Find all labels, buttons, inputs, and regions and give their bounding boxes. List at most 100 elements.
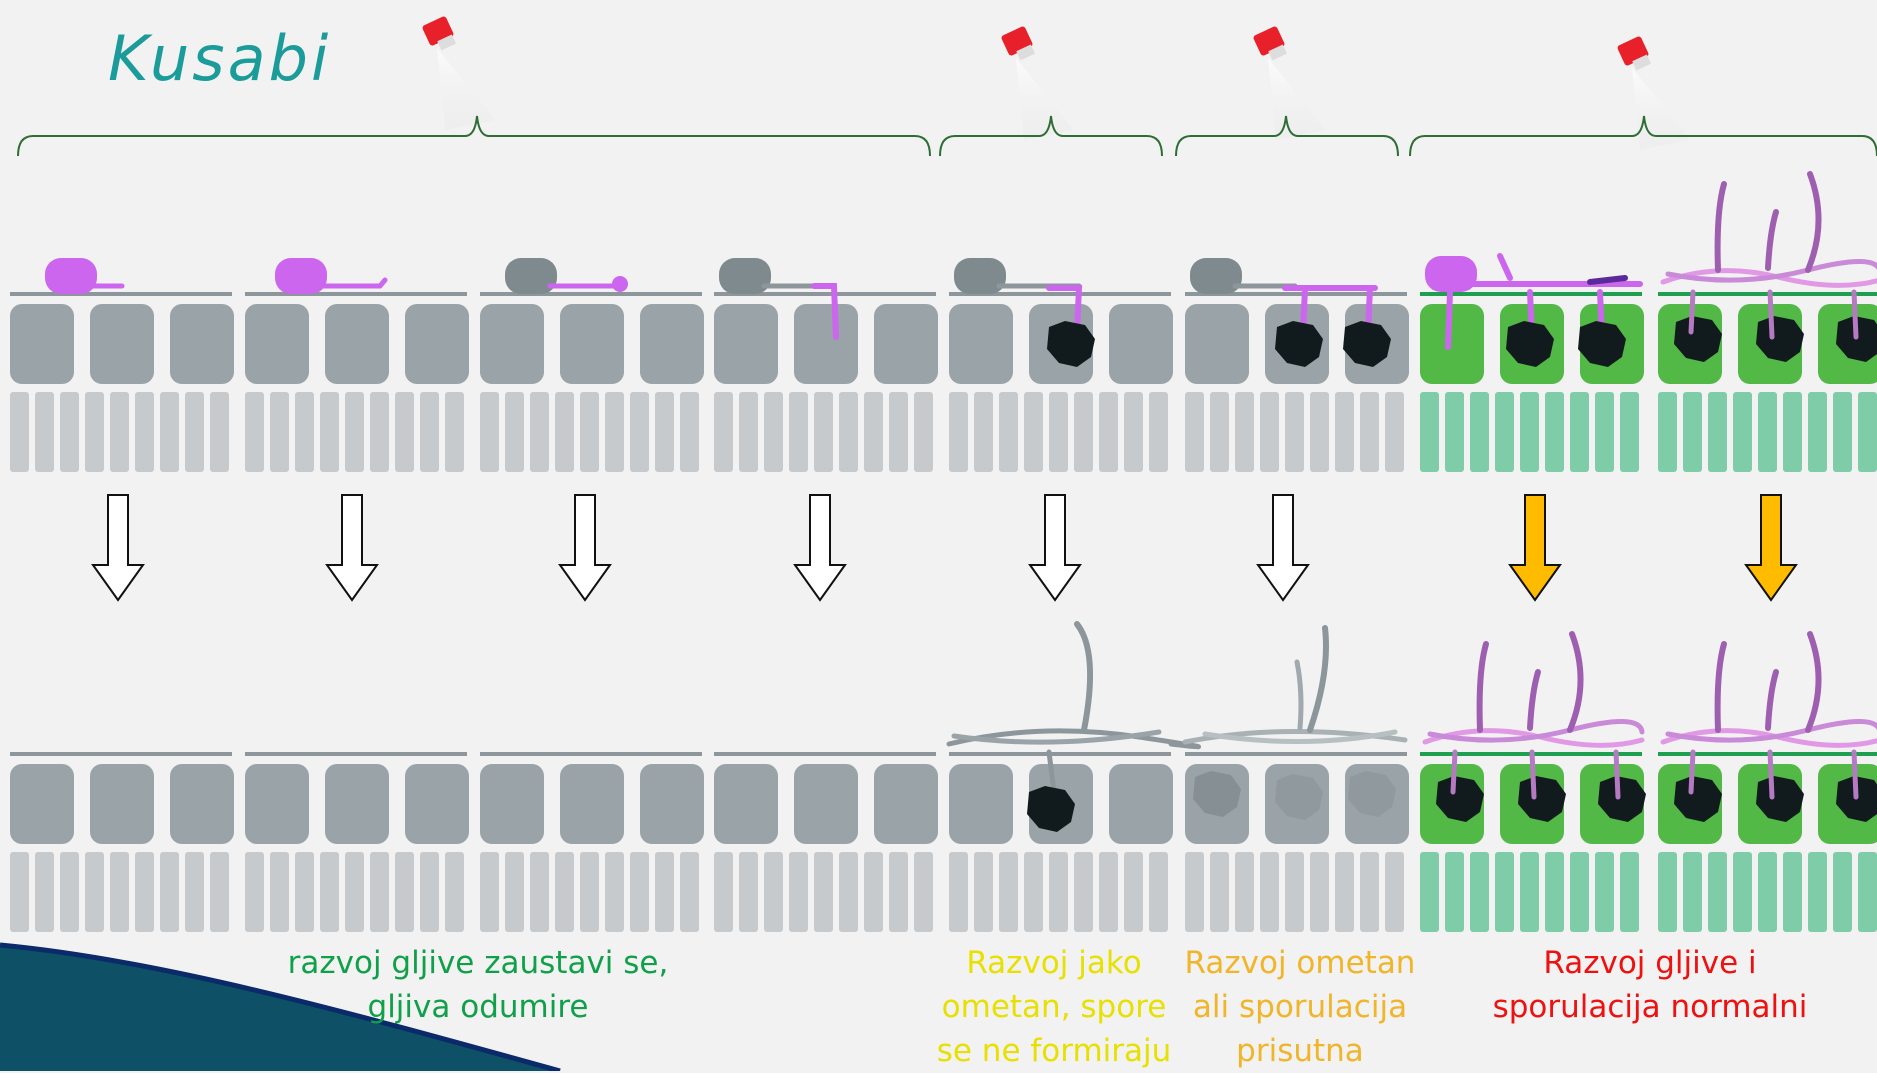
palisade-cell: [1149, 852, 1168, 932]
palisade-cell: [1620, 852, 1639, 932]
down-arrow-icon: [1028, 494, 1082, 602]
palisade-cell: [1858, 392, 1877, 472]
tissue-panel: [10, 258, 234, 472]
caption-fungus-dies: razvoj gljive zaustavi se, gljiva odumir…: [268, 941, 688, 1029]
epidermal-cell: [480, 304, 544, 384]
palisade-cell: [1808, 852, 1827, 932]
hypha: [1765, 669, 1779, 731]
spray-nozzle-icon: [1253, 26, 1326, 140]
epidermal-cell: [794, 764, 858, 844]
palisade-cell: [1808, 392, 1827, 472]
tissue-panel: [714, 258, 938, 472]
epidermal-cell: [245, 304, 309, 384]
palisade-cell: [345, 392, 364, 472]
haustorium: [1674, 776, 1722, 822]
tissue-panel: [1420, 253, 1644, 472]
haustorium: [1436, 776, 1484, 822]
hypha: [1074, 621, 1094, 733]
caption-line: gljiva odumire: [367, 989, 589, 1025]
palisade-cell: [739, 392, 758, 472]
epidermal-cell: [1109, 304, 1173, 384]
palisade-cell: [60, 852, 79, 932]
spray-mist: [1632, 68, 1690, 150]
spray-nozzle-icon: [1001, 26, 1074, 140]
palisade-cell: [789, 392, 808, 472]
palisade-cell: [949, 852, 968, 932]
spore: [505, 258, 557, 294]
hypha: [317, 277, 388, 289]
palisade-cell: [974, 852, 993, 932]
palisade-cell: [1049, 392, 1068, 472]
palisade-cell: [320, 392, 339, 472]
palisade-cell: [889, 852, 908, 932]
hypha: [1567, 631, 1584, 733]
caption-normal-development: Razvoj gljive i sporulacija normalni: [1470, 941, 1830, 1029]
palisade-cell: [1570, 852, 1589, 932]
palisade-cell: [999, 392, 1018, 472]
palisade-cell: [135, 392, 154, 472]
palisade-cell: [1260, 392, 1279, 472]
palisade-cell: [739, 852, 758, 932]
down-arrow-icon: [558, 494, 612, 602]
palisade-cell: [295, 852, 314, 932]
palisade-cell: [1495, 852, 1514, 932]
yellow-down-arrow-icon: [1744, 494, 1798, 602]
palisade-cell: [949, 392, 968, 472]
palisade-cell: [345, 852, 364, 932]
palisade-cell: [1495, 392, 1514, 472]
epidermal-cell: [949, 304, 1013, 384]
palisade-cell: [1420, 852, 1439, 932]
palisade-cell: [1520, 392, 1539, 472]
epidermal-cell: [170, 304, 234, 384]
palisade-cell: [1420, 392, 1439, 472]
palisade-cell: [1858, 852, 1877, 932]
palisade-cell: [1335, 852, 1354, 932]
palisade-cell: [1310, 392, 1329, 472]
palisade-cell: [655, 392, 674, 472]
palisade-cell: [1708, 392, 1727, 472]
spore: [45, 258, 97, 294]
cuticle-line: [1185, 292, 1407, 296]
palisade-cell: [1758, 852, 1777, 932]
palisade-cell: [1099, 392, 1118, 472]
palisade-cell: [1683, 852, 1702, 932]
palisade-cell: [1683, 392, 1702, 472]
palisade-cell: [530, 392, 549, 472]
cuticle-line: [480, 752, 702, 756]
corner-wave-edge: [0, 942, 561, 1071]
caption-strongly-hindered: Razvoj jako ometan, spore se ne formiraj…: [930, 941, 1178, 1073]
palisade-cell: [35, 392, 54, 472]
epidermal-cell: [325, 304, 389, 384]
epidermal-cell: [1109, 764, 1173, 844]
hypha: [1805, 631, 1822, 733]
hypha: [1688, 289, 1859, 340]
palisade-cell: [1470, 392, 1489, 472]
palisade-cell: [814, 852, 833, 932]
palisade-cell: [1733, 852, 1752, 932]
hypha: [951, 729, 1162, 745]
caption-line: Razvoj ometan: [1184, 945, 1416, 981]
palisade-cell: [505, 392, 524, 472]
hypha: [1688, 749, 1859, 800]
palisade-cell: [1210, 392, 1229, 472]
palisade-cell: [1335, 392, 1354, 472]
cuticle-line: [714, 292, 936, 296]
haustorium: [1047, 321, 1095, 367]
palisade-cell: [680, 392, 699, 472]
palisade-cell: [60, 392, 79, 472]
palisade-cell: [1545, 852, 1564, 932]
epidermal-cell: [405, 764, 469, 844]
palisade-cell: [1620, 392, 1639, 472]
palisade-cell: [420, 392, 439, 472]
tissue-panel: [946, 621, 1201, 932]
palisade-cell: [1210, 852, 1229, 932]
palisade-cell: [714, 392, 733, 472]
palisade-cell: [1658, 392, 1677, 472]
hypha: [1450, 749, 1621, 800]
palisade-cell: [1149, 392, 1168, 472]
palisade-cell: [1024, 392, 1043, 472]
palisade-cell: [1310, 852, 1329, 932]
down-arrow-icon: [325, 494, 379, 602]
tissue-panel: [480, 752, 704, 932]
palisade-cell: [839, 852, 858, 932]
